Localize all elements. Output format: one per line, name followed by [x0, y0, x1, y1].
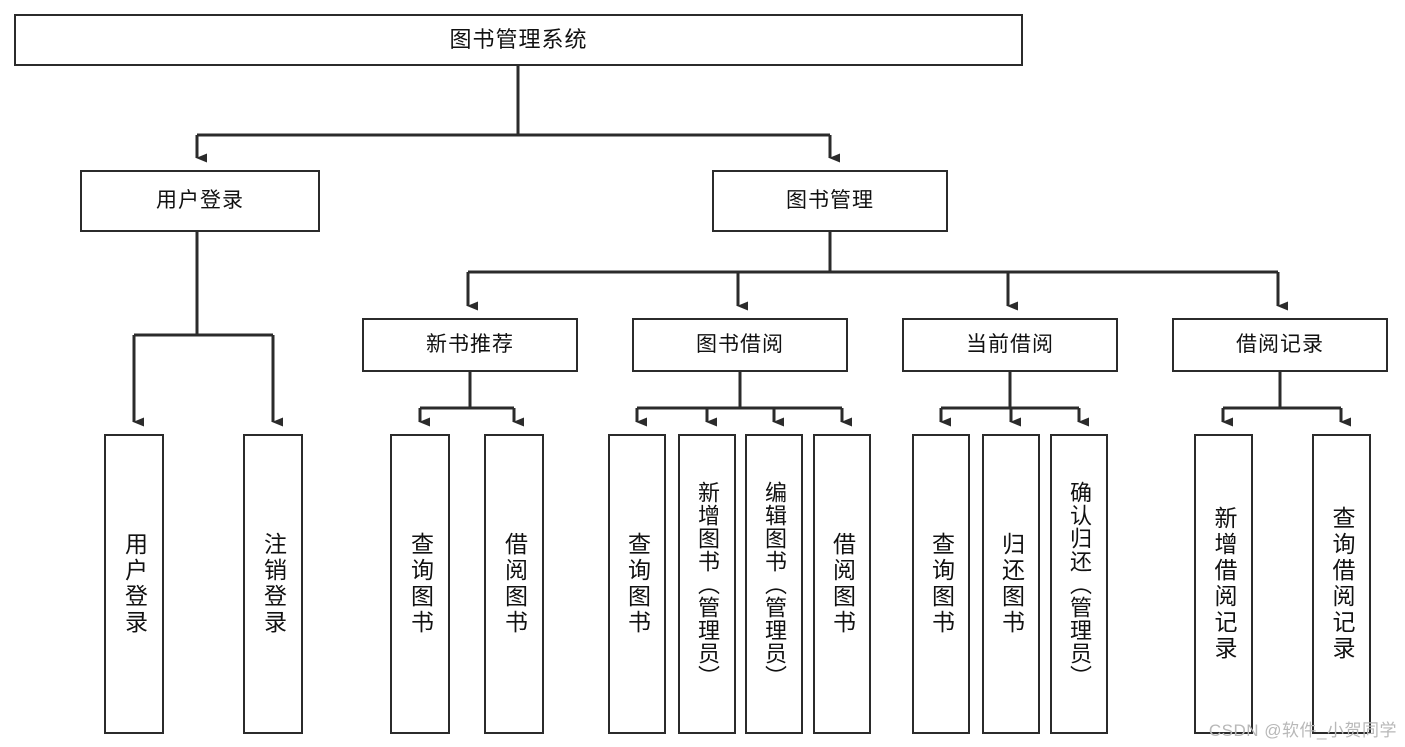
node-leaf-add-record[interactable]: 新增借阅记录: [1194, 434, 1253, 734]
watermark: CSDN @软件_小贺同学: [1208, 721, 1397, 740]
node-leaf-logout[interactable]: 注销登录: [243, 434, 303, 734]
node-borrow-record-label: 借阅记录: [1236, 332, 1324, 356]
node-leaf-logout-label: 注销登录: [260, 532, 287, 636]
node-leaf-query-book-2[interactable]: 查询图书: [608, 434, 666, 734]
node-leaf-query-book-3-label: 查询图书: [928, 532, 955, 636]
node-book-borrow-label: 图书借阅: [696, 332, 784, 356]
node-current-borrow-label: 当前借阅: [966, 332, 1054, 356]
node-new-book-recommend[interactable]: 新书推荐: [362, 318, 578, 372]
node-leaf-add-book-label: 新增图书（管理员）: [695, 480, 720, 688]
node-user-login-label: 用户登录: [156, 188, 244, 212]
node-leaf-user-login[interactable]: 用户登录: [104, 434, 164, 734]
node-leaf-return-book-label: 归还图书: [998, 532, 1025, 636]
node-book-manage[interactable]: 图书管理: [712, 170, 948, 232]
node-leaf-edit-book[interactable]: 编辑图书（管理员）: [745, 434, 803, 734]
node-leaf-borrow-book-2-label: 借阅图书: [829, 532, 856, 636]
node-leaf-borrow-book-1-label: 借阅图书: [501, 532, 528, 636]
node-leaf-borrow-book-2[interactable]: 借阅图书: [813, 434, 871, 734]
node-leaf-add-record-label: 新增借阅记录: [1211, 506, 1237, 662]
node-leaf-borrow-book-1[interactable]: 借阅图书: [484, 434, 544, 734]
node-leaf-query-book-2-label: 查询图书: [624, 532, 651, 636]
node-current-borrow[interactable]: 当前借阅: [902, 318, 1118, 372]
node-leaf-query-record[interactable]: 查询借阅记录: [1312, 434, 1371, 734]
node-root[interactable]: 图书管理系统: [14, 14, 1023, 66]
node-leaf-confirm-return-label: 确认归还（管理员）: [1067, 480, 1092, 688]
node-leaf-query-record-label: 查询借阅记录: [1329, 506, 1355, 662]
node-leaf-edit-book-label: 编辑图书（管理员）: [762, 480, 787, 688]
node-book-borrow[interactable]: 图书借阅: [632, 318, 848, 372]
node-leaf-return-book[interactable]: 归还图书: [982, 434, 1040, 734]
node-book-manage-label: 图书管理: [786, 188, 874, 212]
node-leaf-query-book-3[interactable]: 查询图书: [912, 434, 970, 734]
node-leaf-query-book-1[interactable]: 查询图书: [390, 434, 450, 734]
node-borrow-record[interactable]: 借阅记录: [1172, 318, 1388, 372]
node-new-book-recommend-label: 新书推荐: [426, 332, 514, 356]
node-user-login[interactable]: 用户登录: [80, 170, 320, 232]
node-leaf-confirm-return[interactable]: 确认归还（管理员）: [1050, 434, 1108, 734]
node-root-label: 图书管理系统: [449, 27, 588, 53]
node-leaf-user-login-label: 用户登录: [121, 532, 148, 636]
node-leaf-add-book[interactable]: 新增图书（管理员）: [678, 434, 736, 734]
node-leaf-query-book-1-label: 查询图书: [407, 532, 434, 636]
